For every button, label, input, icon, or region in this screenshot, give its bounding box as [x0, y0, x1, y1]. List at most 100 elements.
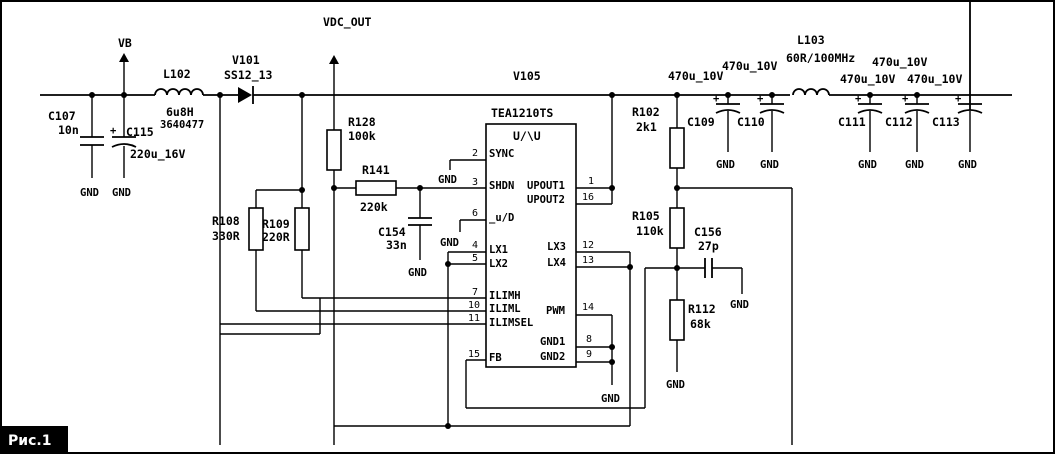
v101-value: SS12_13: [224, 68, 273, 83]
pin-num-fb: 15: [468, 349, 480, 360]
net-vb-label: VB: [118, 36, 132, 50]
pin-num-ilimsel: 11: [468, 313, 480, 324]
c154-ref: C154: [378, 225, 406, 239]
l102-ref: L102: [163, 67, 191, 81]
pin-num-upout2: 16: [582, 192, 594, 203]
gnd-label-c115: GND: [112, 187, 131, 199]
c154-value: 33n: [386, 238, 407, 252]
r128-resistor: [326, 129, 342, 171]
c110-ref: C110: [737, 115, 765, 129]
pin-num-shdn: 3: [472, 177, 478, 188]
svg-text:+: +: [855, 93, 861, 105]
r109-value: 220R: [262, 230, 290, 244]
pin-num-lx2: 5: [472, 253, 478, 264]
gnd-label-c112: GND: [905, 159, 924, 171]
l102-value: 6u8H: [166, 105, 194, 119]
pin-num-upout1: 1: [588, 176, 594, 187]
pin-name-fb: FB: [489, 352, 502, 364]
r112-value: 68k: [690, 317, 711, 331]
gnd-label-c154: GND: [408, 267, 427, 279]
c156-ref: C156: [694, 225, 722, 239]
c115-value: 220u_16V: [130, 147, 185, 162]
net-vdc-out-label: VDC_OUT: [323, 15, 372, 30]
l102-inductor: [154, 88, 204, 96]
pin-num-ilimh: 7: [472, 287, 478, 298]
r141-ref: R141: [362, 163, 390, 177]
svg-text:+: +: [713, 93, 719, 105]
v101-diode: [238, 87, 252, 103]
figure-tag-box: [2, 426, 68, 452]
c109-value: 470u_10V: [668, 69, 723, 84]
c109-ref: C109: [687, 115, 715, 129]
pin-num-ud: 6: [472, 208, 478, 219]
ic-name: TEA1210TS: [491, 106, 553, 120]
c113-value: 470u_10V: [907, 72, 962, 87]
pin-name-iliml: ILIML: [489, 303, 521, 315]
c107-ref: C107: [48, 109, 76, 123]
svg-text:+: +: [757, 93, 763, 105]
c111-value: 470u_10V: [840, 72, 895, 87]
pin-num-iliml: 10: [468, 300, 480, 311]
pin-name-lx3: LX3: [547, 241, 566, 253]
pin-num-gnd1: 8: [586, 334, 592, 345]
c156-value: 27p: [698, 239, 719, 253]
svg-text:+: +: [110, 125, 116, 137]
pin-name-lx2: LX2: [489, 258, 508, 270]
c115-ref: C115: [126, 125, 154, 139]
c107-value: 10n: [58, 123, 79, 137]
gnd-label-c156: GND: [730, 299, 749, 311]
gnd-label-c107: GND: [80, 187, 99, 199]
gnd-label-c109: GND: [716, 159, 735, 171]
r105-resistor: [669, 207, 685, 249]
l103-ref: L103: [797, 33, 825, 47]
gnd-label-chip: GND: [601, 393, 620, 405]
pin-name-sync: SYNC: [489, 148, 514, 160]
r141-resistor: [355, 180, 397, 196]
gnd-label-r112: GND: [666, 379, 685, 391]
gnd-label-ud: GND: [440, 237, 459, 249]
c113-ref: C113: [932, 115, 960, 129]
svg-text:+: +: [902, 93, 908, 105]
pin-name-ilimh: ILIMH: [489, 290, 521, 302]
pin-name-shdn: SHDN: [489, 180, 514, 192]
r109-ref: R109: [262, 217, 290, 231]
r108-resistor: [248, 207, 264, 251]
r105-ref: R105: [632, 209, 660, 223]
r112-resistor: [669, 299, 685, 341]
l102-part: 3640477: [160, 119, 204, 131]
c111-ref: C111: [838, 115, 866, 129]
r105-value: 110k: [636, 224, 664, 238]
pin-num-pwm: 14: [582, 302, 594, 313]
c110-value: 470u_10V: [722, 59, 777, 74]
pin-name-ilimsel: ILIMSEL: [489, 317, 533, 329]
v101-ref: V101: [232, 53, 260, 67]
ic-tea1210ts: [485, 123, 577, 368]
r109-resistor: [294, 207, 310, 251]
svg-text:+: +: [955, 93, 961, 105]
pin-name-upout2: UPOUT2: [527, 194, 565, 206]
pin-name-gnd2: GND2: [540, 351, 565, 363]
gnd-label-sync: GND: [438, 174, 457, 186]
l103-value: 60R/100MHz: [786, 51, 855, 65]
r108-value: 330R: [212, 229, 240, 243]
gnd-label-c111: GND: [858, 159, 877, 171]
pin-name-upout1: UPOUT1: [527, 180, 565, 192]
pin-name-lx4: LX4: [547, 257, 566, 269]
figure-tag: Рис.1: [8, 433, 51, 449]
pin-num-lx3: 12: [582, 240, 594, 251]
r102-ref: R102: [632, 105, 660, 119]
l103-inductor: [792, 88, 830, 96]
pin-name-gnd1: GND1: [540, 336, 565, 348]
pin-name-lx1: LX1: [489, 244, 508, 256]
c112-value: 470u_10V: [872, 55, 927, 70]
r102-resistor: [669, 127, 685, 169]
pin-num-lx4: 13: [582, 255, 594, 266]
gnd-label-c110: GND: [760, 159, 779, 171]
r102-value: 2k1: [636, 120, 657, 134]
pin-name-pwm: PWM: [546, 305, 565, 317]
pin-num-gnd2: 9: [586, 349, 592, 360]
r108-ref: R108: [212, 214, 240, 228]
pin-name-ud: _u/D: [489, 212, 514, 224]
